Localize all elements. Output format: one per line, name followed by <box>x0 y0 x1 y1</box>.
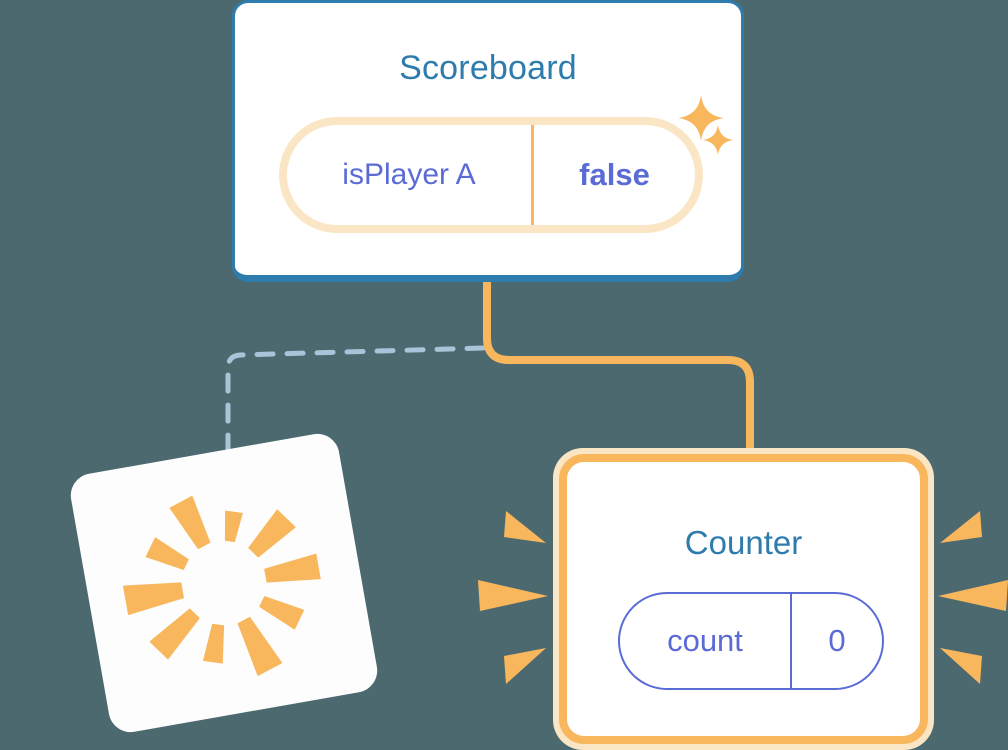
counter-flash-rays-right <box>938 511 1008 684</box>
burst-ray <box>259 596 305 630</box>
scoreboard-title: Scoreboard <box>399 49 577 87</box>
scoreboard-state-value: false <box>579 157 650 192</box>
counter-card[interactable]: Counter count 0 <box>559 454 928 744</box>
burst-ray <box>122 582 185 616</box>
flash-ray <box>938 580 1008 611</box>
counter-state-key: count <box>620 594 792 688</box>
counter-flash-rays-left <box>478 511 548 684</box>
flash-ray <box>940 511 982 543</box>
counter-card-glow: Counter count 0 <box>553 448 934 750</box>
connector-scoreboard-to-counter <box>483 280 754 458</box>
flash-ray <box>504 511 546 543</box>
burst-ray <box>202 623 225 664</box>
counter-title: Counter <box>684 524 803 561</box>
burst-ray <box>264 553 321 583</box>
scoreboard-state-key: isPlayer A <box>287 125 534 225</box>
burst-ray <box>237 616 283 677</box>
burst-ray <box>248 509 296 558</box>
flash-ray <box>504 648 546 684</box>
scoreboard-state-glow: isPlayer A false <box>279 117 703 233</box>
burst-ray <box>224 510 243 543</box>
burst-ray <box>149 608 200 660</box>
scoreboard-card[interactable]: Scoreboard isPlayer A false <box>232 0 744 282</box>
blank-card[interactable] <box>67 430 381 736</box>
burst-ray <box>145 537 189 570</box>
burst-ray <box>169 495 211 550</box>
sparkle-small-icon <box>703 125 733 155</box>
scoreboard-state-pill[interactable]: isPlayer A false <box>287 125 695 225</box>
sparkle-large-icon <box>678 95 724 141</box>
counter-state-value: 0 <box>828 623 846 658</box>
burst-rays-group <box>122 495 321 677</box>
counter-state-pill[interactable]: count 0 <box>618 592 884 690</box>
flash-ray <box>940 648 982 684</box>
flash-ray <box>478 580 548 611</box>
